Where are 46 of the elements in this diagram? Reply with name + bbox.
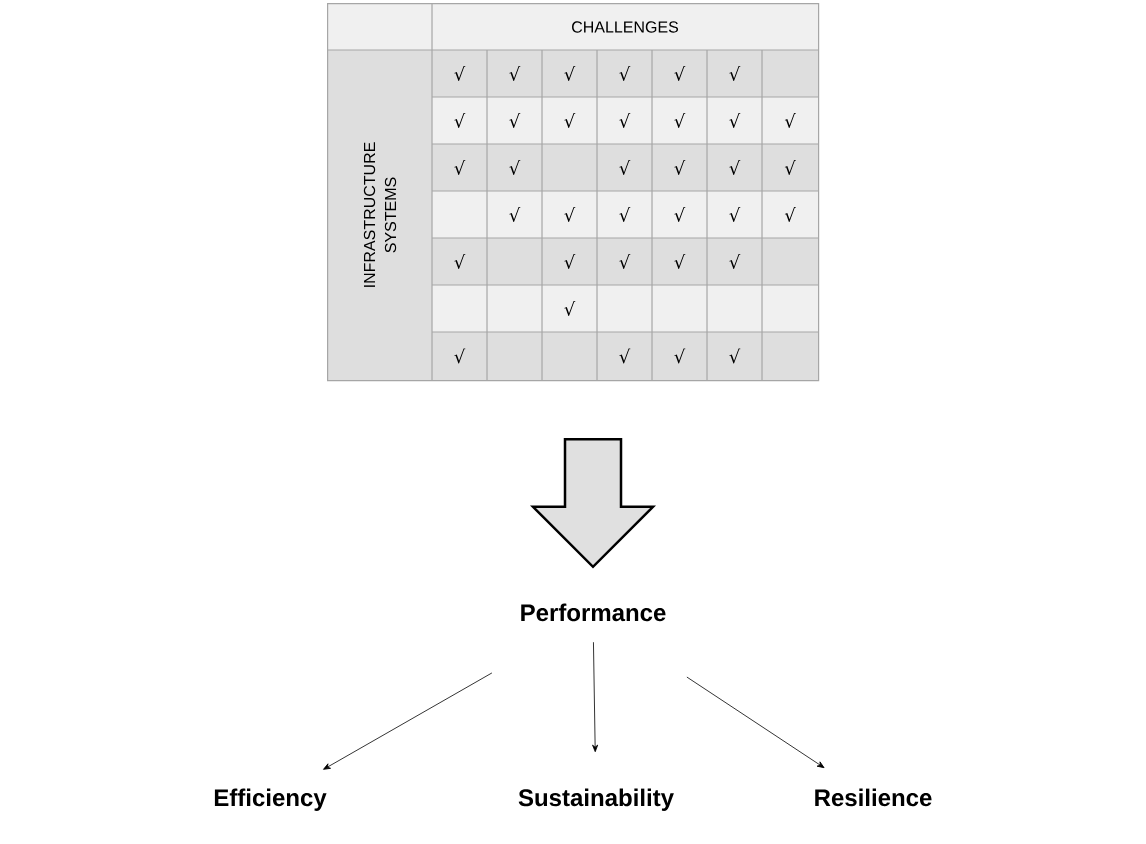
check-mark: √ xyxy=(784,207,796,222)
check-mark: √ xyxy=(454,113,466,128)
block-arrow xyxy=(530,437,657,569)
check-mark: √ xyxy=(729,348,741,364)
check-mark: √ xyxy=(509,160,521,175)
check-mark: √ xyxy=(619,254,631,269)
check-mark: √ xyxy=(674,160,686,175)
check-mark: √ xyxy=(674,254,686,269)
check-mark: √ xyxy=(454,160,466,175)
check-mark: √ xyxy=(729,66,741,81)
check-mark: √ xyxy=(729,207,741,222)
column-header: CHALLENGES xyxy=(572,21,679,33)
check-mark: √ xyxy=(454,254,466,269)
check-mark: √ xyxy=(564,66,576,81)
category-label: Resilience xyxy=(815,788,932,807)
check-mark: √ xyxy=(674,113,686,128)
check-mark: √ xyxy=(674,207,686,222)
category-label: Efficiency xyxy=(214,788,327,811)
arrow xyxy=(686,676,825,769)
check-mark: √ xyxy=(619,66,631,81)
row-header: INFRASTRUCTURE SYSTEMS xyxy=(363,142,397,287)
check-mark: √ xyxy=(729,113,741,128)
check-mark: √ xyxy=(784,160,796,175)
check-mark: √ xyxy=(729,254,741,269)
check-mark: √ xyxy=(454,348,466,364)
check-mark: √ xyxy=(619,113,631,128)
category-label: Performance xyxy=(521,603,666,622)
arrow xyxy=(323,672,493,770)
arrow xyxy=(592,641,599,753)
check-mark: √ xyxy=(619,160,631,175)
check-mark: √ xyxy=(509,66,521,81)
check-mark: √ xyxy=(564,207,576,222)
check-mark: √ xyxy=(784,113,796,128)
check-mark: √ xyxy=(454,66,466,81)
check-mark: √ xyxy=(674,66,686,81)
check-mark: √ xyxy=(619,348,631,364)
check-mark: √ xyxy=(564,254,576,269)
check-mark: √ xyxy=(509,113,521,128)
check-mark: √ xyxy=(564,113,576,128)
matrix-table xyxy=(326,2,820,382)
category-label: Sustainability xyxy=(518,788,674,811)
check-mark: √ xyxy=(509,207,521,222)
check-mark: √ xyxy=(619,207,631,222)
check-mark: √ xyxy=(729,160,741,175)
check-mark: √ xyxy=(674,348,686,364)
check-mark: √ xyxy=(564,301,576,316)
